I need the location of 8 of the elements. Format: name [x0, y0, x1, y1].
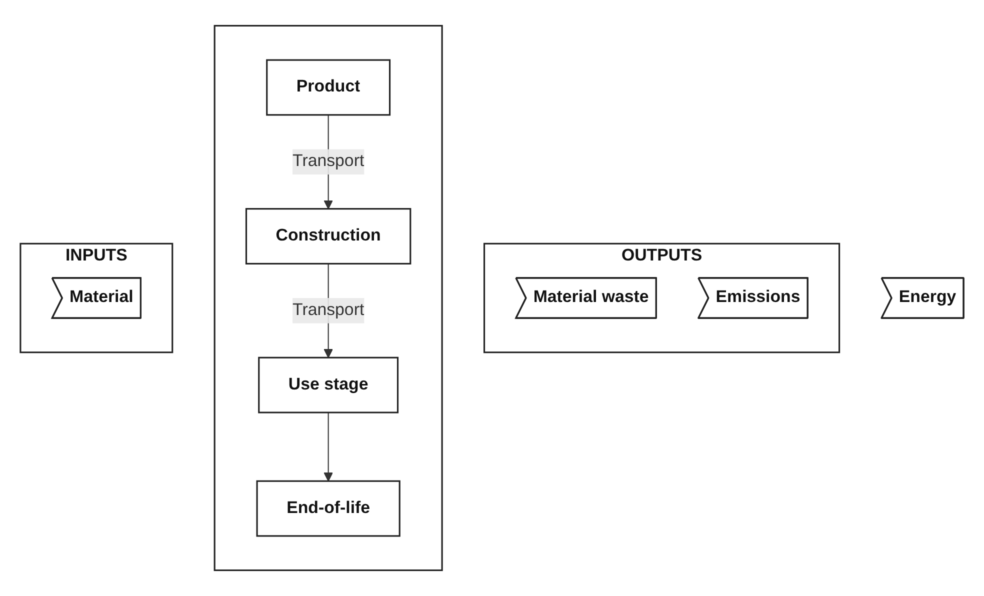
node-box: Construction	[245, 208, 412, 264]
node-box: End-of-life	[256, 480, 400, 537]
node-box: Product	[266, 59, 391, 116]
arrow	[324, 412, 333, 482]
edge-label: Transport	[292, 301, 364, 320]
edge-label: Transport	[292, 152, 364, 170]
cluster	[214, 24, 443, 572]
node-box: Use stage	[258, 356, 399, 414]
